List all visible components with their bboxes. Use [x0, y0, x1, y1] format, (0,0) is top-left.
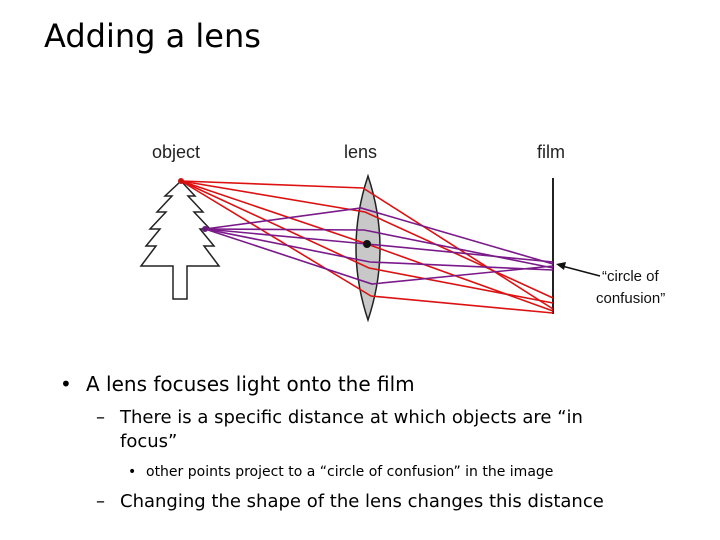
red-ray [180, 180, 554, 299]
coc-arrow-head [556, 262, 566, 270]
tree-object [139, 179, 221, 300]
purple-ray [204, 228, 554, 271]
purple-ray [204, 207, 554, 265]
coc-arrow-line [561, 265, 601, 277]
object-point-top [178, 178, 184, 184]
object-point-mid [202, 226, 208, 232]
slide-title: Adding a lens [44, 17, 261, 55]
coc-label-line2: confusion” [596, 290, 665, 307]
red-ray [180, 180, 554, 314]
label-film: film [537, 142, 565, 162]
light-rays [180, 180, 554, 314]
label-lens: lens [344, 142, 377, 162]
coc-label-line1: “circle of [602, 268, 660, 285]
label-object: object [152, 142, 200, 162]
red-ray [180, 180, 554, 304]
purple-ray [204, 228, 554, 285]
lens-center-dot [363, 240, 371, 248]
